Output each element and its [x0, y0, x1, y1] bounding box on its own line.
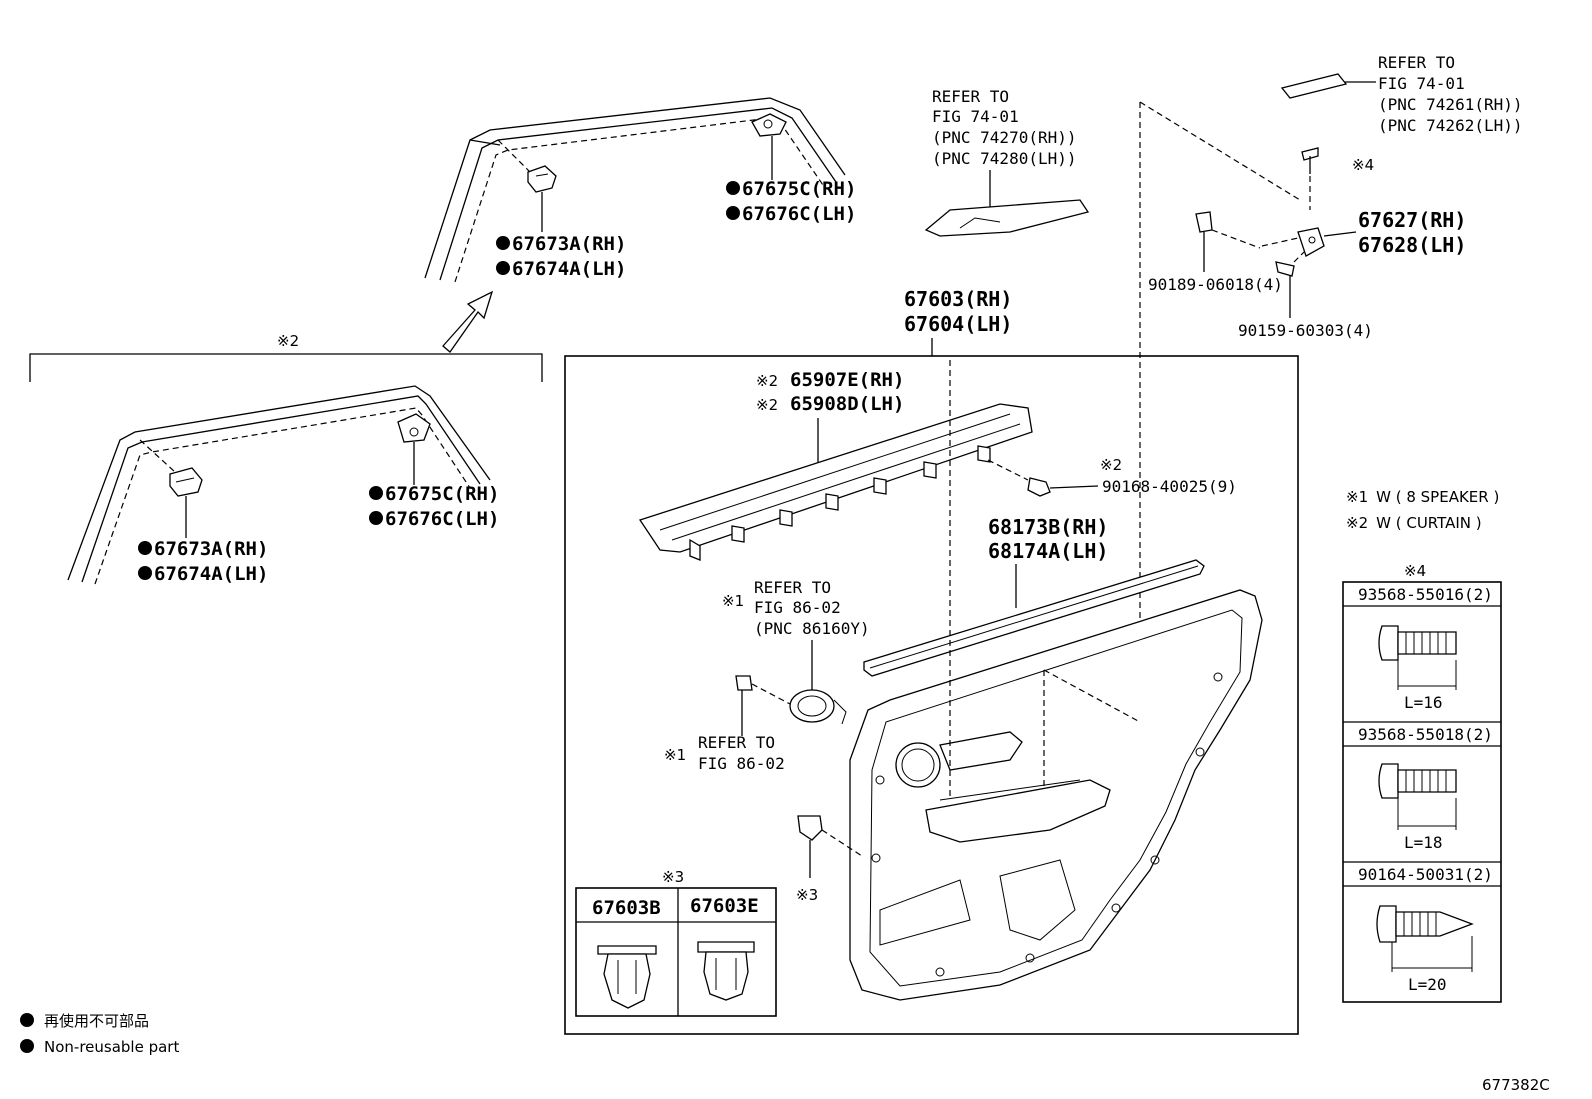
fastener-length-1: L=16 — [1404, 693, 1443, 712]
door-trim-assembly-box — [564, 355, 1299, 1035]
speaker-screw — [735, 675, 791, 736]
screw-mark-4 — [1301, 147, 1319, 210]
part-67627: 67627(RH) — [1358, 208, 1466, 232]
refer-a-line3: (PNC 74270(RH)) — [932, 128, 1077, 147]
clip-67673A-upper — [527, 165, 557, 193]
refer-c-line2: FIG 86-02 — [754, 598, 841, 617]
refer-a-line1: REFER TO — [932, 87, 1009, 106]
curtain-bracket — [29, 353, 543, 382]
refer-7401-trim: REFER TO FIG 74-01 (PNC 74261(RH)) (PNC … — [1280, 53, 1523, 135]
part-67674A-upper: 67674A(LH) — [512, 258, 626, 280]
screw-90168 — [987, 459, 1099, 497]
mark-3-table: ※3 — [662, 868, 684, 886]
part-67628: 67628(LH) — [1358, 233, 1466, 257]
legend-jp: 再使用不可部品 — [44, 1012, 149, 1030]
fastener-part-1: 93568-55016(2) — [1358, 585, 1493, 604]
mark-1-screw: ※1 — [664, 746, 686, 764]
part-68173B: 68173B(RH) — [988, 515, 1108, 539]
part-90159: 90159-60303(4) — [1238, 321, 1373, 340]
door-trim-panel — [849, 360, 1263, 1001]
mark-3-clip: ※3 — [796, 886, 818, 904]
fastener-length-3: L=20 — [1408, 975, 1447, 994]
refer-7401-armrest: REFER TO FIG 74-01 (PNC 74270(RH)) (PNC … — [924, 87, 1090, 237]
part-67603: 67603(RH) — [904, 287, 1012, 311]
screw-90159 — [1275, 251, 1305, 318]
part-67673A-lower: 67673A(RH) — [154, 538, 268, 560]
curtain-rail — [638, 403, 1033, 561]
clip-table-header-1: 67603B — [592, 897, 661, 919]
part-67674A-lower: 67674A(LH) — [154, 563, 268, 585]
refer-b-line1: REFER TO — [1378, 53, 1455, 72]
clip-67675C-upper — [751, 113, 787, 137]
fastener-part-3: 90164-50031(2) — [1358, 865, 1493, 884]
refer-b-line2: FIG 74-01 — [1378, 74, 1465, 93]
part-67675C-upper: 67675C(RH) — [742, 178, 856, 200]
part-65908D: 65908D(LH) — [790, 393, 904, 415]
bolt-93568-55016 — [1378, 625, 1457, 690]
part-67673A-upper: 67673A(RH) — [512, 233, 626, 255]
refer-a-line4: (PNC 74280(LH)) — [932, 149, 1077, 168]
legend-en: Non-reusable part — [44, 1038, 179, 1056]
bolt-93568-55018 — [1378, 763, 1457, 830]
mark-4-table: ※4 — [1404, 562, 1426, 580]
door-clip — [797, 815, 863, 878]
clip-90189 — [1195, 211, 1299, 272]
screw-90164-50031 — [1376, 905, 1474, 972]
mark-2-90168: ※2 — [1100, 456, 1122, 474]
clip-67675C-lower — [397, 413, 431, 443]
part-67676C-upper: 67676C(LH) — [742, 203, 856, 225]
part-90168: 90168-40025(9) — [1102, 477, 1237, 496]
clip-table-header-2: 67603E — [690, 895, 759, 917]
refer-a-line2: FIG 74-01 — [932, 107, 1019, 126]
part-65907E: 65907E(RH) — [790, 369, 904, 391]
fastener-length-2: L=18 — [1404, 833, 1443, 852]
bracket-67627 — [1297, 227, 1357, 257]
refer-c-line3: (PNC 86160Y) — [754, 619, 870, 638]
mark-2-bracket: ※2 — [277, 332, 299, 350]
part-67676C-lower: 67676C(LH) — [385, 508, 499, 530]
door-weatherstrip — [863, 559, 1205, 677]
diagram-id: 677382C — [1482, 1076, 1550, 1094]
refer-c-line1: REFER TO — [754, 578, 831, 597]
glass-run-detail-upper — [424, 97, 846, 283]
speaker — [789, 689, 847, 725]
refer-d-line2: FIG 86-02 — [698, 754, 785, 773]
mark-2-65908: ※2 — [756, 396, 778, 414]
part-68174A: 68174A(LH) — [988, 539, 1108, 563]
fastener-table — [1342, 581, 1502, 1003]
refer-b-line4: (PNC 74262(LH)) — [1378, 116, 1523, 135]
fastener-part-2: 93568-55018(2) — [1358, 725, 1493, 744]
part-90189: 90189-06018(4) — [1148, 275, 1283, 294]
refer-d-line1: REFER TO — [698, 733, 775, 752]
part-67604: 67604(LH) — [904, 312, 1012, 336]
refer-b-line3: (PNC 74261(RH)) — [1378, 95, 1523, 114]
part-67675C-lower: 67675C(RH) — [385, 483, 499, 505]
clip-67603B-drawing — [597, 945, 657, 1009]
clip-67673A-lower — [169, 467, 203, 497]
mark-4-screw: ※4 — [1352, 156, 1374, 174]
detail-arrow — [442, 290, 494, 353]
mark-1-speaker: ※1 — [722, 592, 744, 610]
mark-2-65907: ※2 — [756, 372, 778, 390]
glass-run-curtain — [67, 385, 491, 585]
clip-67603E-drawing — [697, 941, 755, 1001]
clip-table — [575, 887, 777, 1017]
